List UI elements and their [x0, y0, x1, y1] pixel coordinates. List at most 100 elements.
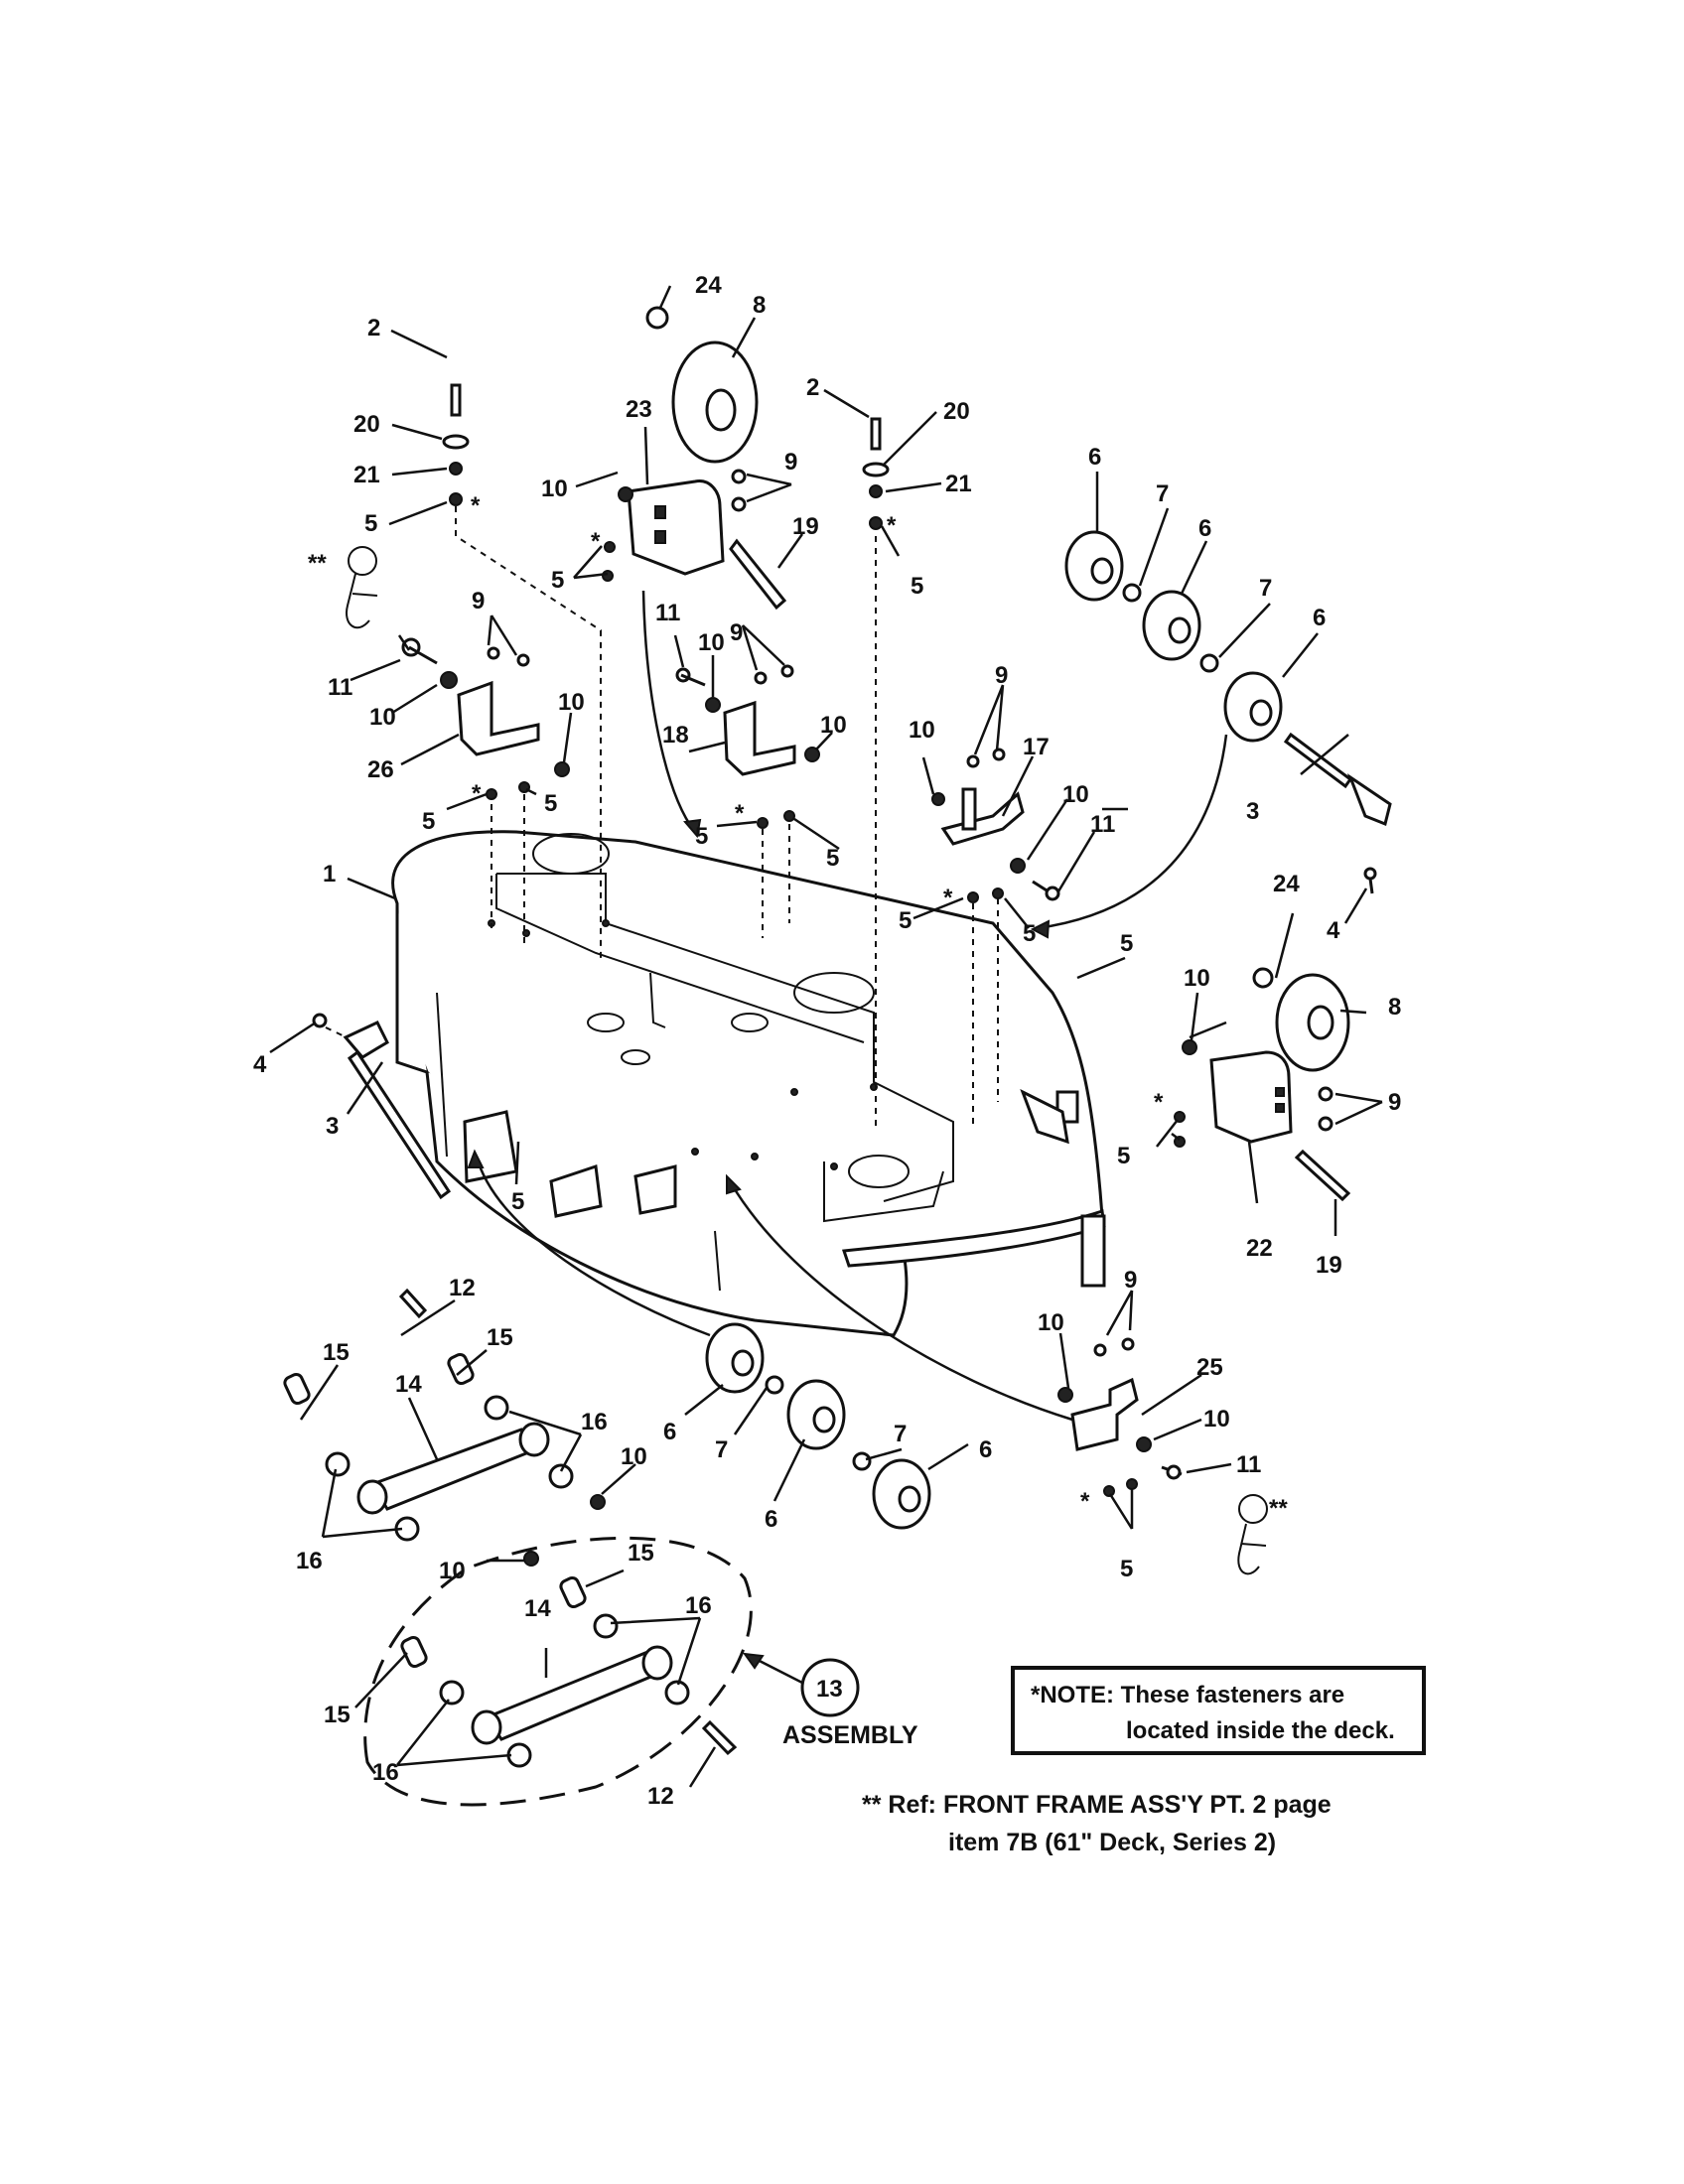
- star-5e: *: [472, 780, 482, 807]
- mower-deck: [391, 830, 1106, 1337]
- star-5h: *: [1080, 1488, 1090, 1515]
- callout-9: 9: [784, 449, 797, 476]
- note-box: *NOTE: These fasteners are located insid…: [1011, 1666, 1426, 1755]
- callout-24: 24: [695, 272, 722, 299]
- rollers-bottom: [705, 1322, 931, 1530]
- callout-26: 26: [367, 756, 394, 783]
- callout-17: 17: [1023, 734, 1050, 760]
- star-5c: *: [887, 512, 897, 539]
- callout-15: 15: [324, 1702, 351, 1728]
- star-5g: *: [943, 885, 953, 911]
- callout-11: 11: [655, 600, 680, 626]
- note-line-2: located inside the deck.: [1126, 1717, 1395, 1744]
- callout-12: 12: [449, 1275, 476, 1301]
- callout-19: 19: [792, 513, 819, 540]
- callout-9: 9: [1388, 1089, 1401, 1116]
- reference-line-2: item 7B (61" Deck, Series 2): [948, 1829, 1277, 1856]
- callout-10: 10: [698, 629, 725, 656]
- callout-8: 8: [1388, 994, 1401, 1021]
- link-assembly-upper: [283, 1288, 606, 1542]
- double-star-hook-right: **: [1269, 1495, 1288, 1522]
- rod-left: [312, 1013, 452, 1200]
- caster-bracket-right: [1174, 967, 1351, 1202]
- callout-5: 5: [695, 823, 708, 850]
- callout-25: 25: [1196, 1354, 1223, 1381]
- callout-5: 5: [1117, 1143, 1130, 1169]
- callout-11: 11: [1090, 811, 1115, 838]
- callout-11: 11: [1236, 1451, 1261, 1478]
- bracket-25: [1057, 1337, 1183, 1497]
- callout-6: 6: [663, 1419, 676, 1445]
- callout-5: 5: [1120, 930, 1133, 957]
- callout-6: 6: [1198, 515, 1211, 542]
- star-5d: *: [1154, 1089, 1164, 1116]
- reference-line-1: ** Ref: FRONT FRAME ASS'Y PT. 2 page: [862, 1791, 1332, 1819]
- fastener-stack-right: [862, 417, 890, 1127]
- callout-10: 10: [558, 689, 585, 716]
- callout-10: 10: [909, 717, 935, 744]
- fastener-stack-left: [442, 383, 602, 958]
- note-line-1: *NOTE: These fasteners are: [1031, 1682, 1345, 1708]
- callout-24: 24: [1273, 871, 1300, 897]
- callout-10: 10: [1038, 1309, 1064, 1336]
- callout-18: 18: [662, 722, 689, 749]
- callout-9: 9: [1124, 1267, 1137, 1294]
- assembly-arrows: [467, 590, 1228, 1422]
- caster-bracket-top: [602, 306, 787, 611]
- callout-11: 11: [328, 674, 352, 701]
- callout-3: 3: [326, 1113, 339, 1140]
- callout-10: 10: [820, 712, 847, 739]
- star-5a: *: [471, 492, 481, 519]
- callout-16: 16: [685, 1592, 712, 1619]
- callout-numbers: 24 8 2 20 21 5 * ** 23 10 9 * 5 19 2 20 …: [253, 272, 1401, 1810]
- callout-7: 7: [715, 1436, 728, 1463]
- star-5b: *: [591, 528, 601, 555]
- callout-5: 5: [826, 845, 839, 872]
- callout-4: 4: [1327, 917, 1340, 944]
- callout-5: 5: [899, 907, 912, 934]
- hook-bottom-right: [1237, 1494, 1268, 1575]
- bracket-26: [401, 637, 570, 948]
- link-assembly-13: [363, 1536, 860, 1807]
- callout-6: 6: [1313, 605, 1326, 631]
- callout-1: 1: [323, 861, 336, 887]
- callout-5: 5: [511, 1188, 524, 1215]
- double-star-hook-left: **: [308, 550, 327, 577]
- callout-4: 4: [253, 1051, 267, 1078]
- callout-2: 2: [367, 315, 380, 341]
- callout-16: 16: [372, 1759, 399, 1786]
- callout-14: 14: [524, 1595, 551, 1622]
- callout-7: 7: [894, 1421, 907, 1447]
- star-5f: *: [735, 800, 745, 827]
- callout-10: 10: [541, 476, 568, 502]
- callout-20: 20: [353, 411, 380, 438]
- rollers-top-right: [1064, 530, 1392, 894]
- callout-5: 5: [544, 790, 557, 817]
- callout-6: 6: [979, 1436, 992, 1463]
- callout-7: 7: [1156, 480, 1169, 507]
- callout-21: 21: [945, 471, 972, 497]
- callout-16: 16: [296, 1548, 323, 1574]
- callout-5: 5: [1023, 920, 1036, 947]
- callout-14: 14: [395, 1371, 422, 1398]
- callout-9: 9: [995, 662, 1008, 689]
- callout-22: 22: [1246, 1235, 1273, 1262]
- callout-6: 6: [1088, 444, 1101, 471]
- callout-3: 3: [1246, 798, 1259, 825]
- callout-19: 19: [1316, 1252, 1342, 1279]
- leader-lines: [269, 285, 1383, 1788]
- callout-20: 20: [943, 398, 970, 425]
- callout-6: 6: [765, 1506, 777, 1533]
- callout-10: 10: [621, 1443, 647, 1470]
- callout-15: 15: [487, 1324, 513, 1351]
- callout-9: 9: [472, 588, 485, 614]
- callout-9: 9: [730, 619, 743, 646]
- callout-21: 21: [353, 462, 380, 488]
- callout-10: 10: [369, 704, 396, 731]
- callout-16: 16: [581, 1409, 608, 1435]
- callout-5: 5: [1120, 1556, 1133, 1582]
- callout-8: 8: [753, 292, 766, 319]
- callout-5: 5: [911, 573, 923, 600]
- callout-15: 15: [628, 1540, 654, 1567]
